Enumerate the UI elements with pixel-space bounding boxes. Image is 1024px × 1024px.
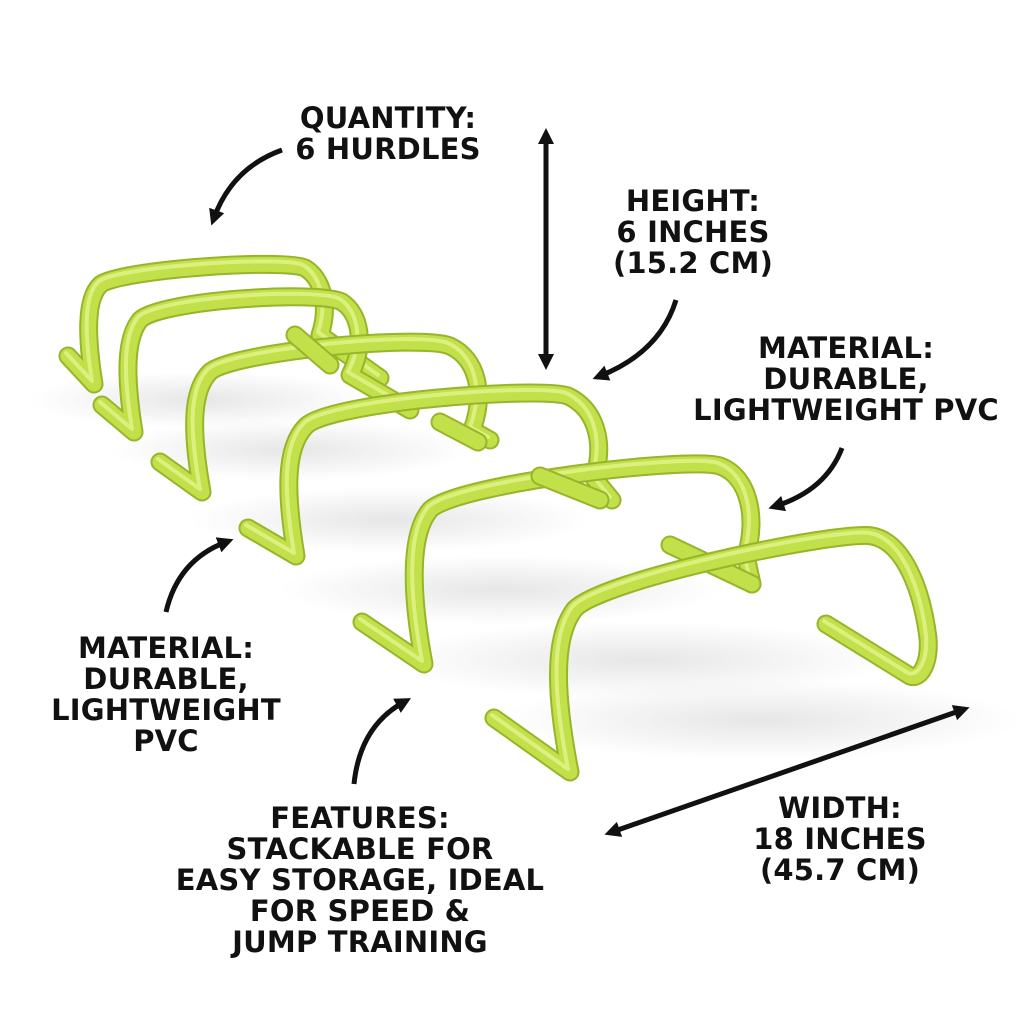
hurdle-4 xyxy=(238,383,622,566)
height-value-cm: (15.2 CM) xyxy=(612,246,774,280)
material-left-curved-arrow-icon xyxy=(163,537,234,613)
quantity-label: QUANTITY: xyxy=(299,101,477,135)
width-value-inches: 18 INCHES xyxy=(753,822,927,856)
features-callout: FEATURES: STACKABLE FOR EASY STORAGE, ID… xyxy=(168,803,552,958)
material-right-label: MATERIAL: xyxy=(757,331,935,365)
hurdle-6 xyxy=(484,526,938,782)
width-value-cm: (45.7 CM) xyxy=(759,853,921,887)
features-line-1: STACKABLE FOR xyxy=(226,832,494,866)
hurdle-3 xyxy=(150,325,500,502)
material-left-label: MATERIAL: xyxy=(77,631,255,665)
features-line-4: JUMP TRAINING xyxy=(232,925,488,959)
hurdles-group xyxy=(58,254,938,782)
material-callout-right: MATERIAL: DURABLE, LIGHTWEIGHT PVC xyxy=(690,333,1002,426)
material-right-line-1: DURABLE, xyxy=(763,362,929,396)
material-callout-left: MATERIAL: DURABLE, LIGHTWEIGHT PVC xyxy=(48,633,284,757)
material-left-line-1: DURABLE, xyxy=(83,662,249,696)
material-right-curved-arrow-icon xyxy=(768,447,845,512)
width-dimension-arrow xyxy=(604,705,970,837)
dimension-arrows xyxy=(537,127,970,837)
hurdle-2 xyxy=(92,287,420,442)
height-callout: HEIGHT: 6 INCHES (15.2 CM) xyxy=(598,186,788,279)
hurdle-5 xyxy=(352,454,762,674)
quantity-callout: QUANTITY: 6 HURDLES xyxy=(268,103,508,165)
material-right-line-2: LIGHTWEIGHT PVC xyxy=(693,393,999,427)
material-left-line-2: LIGHTWEIGHT xyxy=(51,693,281,727)
width-label: WIDTH: xyxy=(778,791,902,825)
material-left-line-3: PVC xyxy=(133,724,199,758)
features-curved-arrow-icon xyxy=(351,698,412,785)
width-callout: WIDTH: 18 INCHES (45.7 CM) xyxy=(720,793,960,886)
features-line-3: FOR SPEED & xyxy=(249,894,471,928)
pointer-arrows xyxy=(163,147,845,785)
height-label: HEIGHT: xyxy=(625,184,761,218)
quantity-curved-arrow-icon xyxy=(209,147,283,226)
height-value-inches: 6 INCHES xyxy=(616,215,770,249)
quantity-value: 6 HURDLES xyxy=(295,132,481,166)
height-curved-arrow-icon xyxy=(592,299,679,381)
features-line-2: EASY STORAGE, IDEAL xyxy=(175,863,545,897)
features-label: FEATURES: xyxy=(270,801,450,835)
